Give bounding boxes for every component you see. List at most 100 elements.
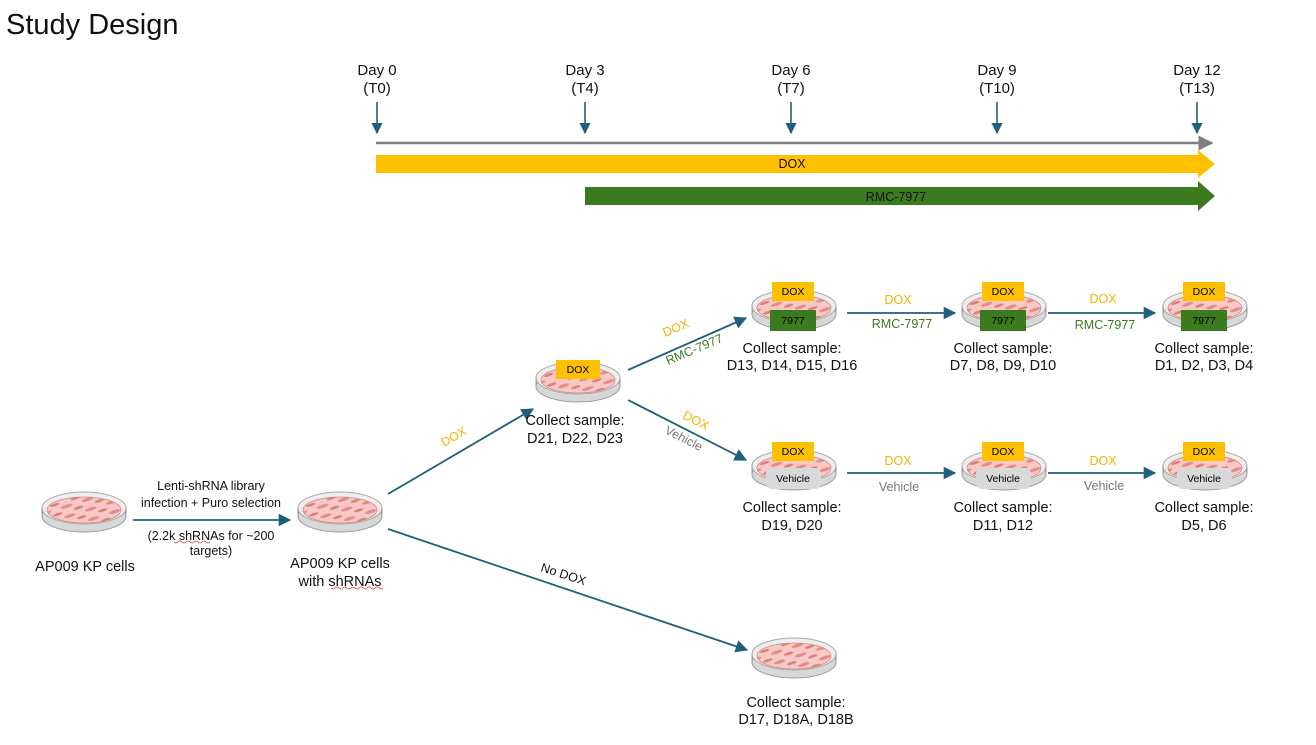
arrow-to-vehicle [627,399,748,461]
timepoint-label: (T13) [1179,80,1215,97]
dox-tag-label: DOX [1193,446,1216,458]
vehicle-tag-label: Vehicle [776,473,810,485]
node-label-line1: Collect sample: [742,341,841,357]
node-label-line1: Collect sample: [742,500,841,516]
dox-tag-label: DOX [782,286,805,298]
vehicle-tag-label: Vehicle [986,473,1020,485]
timepoint-label: (T7) [777,80,805,97]
timeline-day-12: Day 12 (T13) [1173,62,1221,135]
vehicle-tag [976,468,1031,489]
node-label-line2: D1, D2, D3, D4 [1155,358,1253,374]
arrow-to-rmc [627,316,748,371]
arrow-no-dox [387,528,749,653]
timepoint-label: (T0) [363,80,391,97]
node-label-line1: Collect sample: [746,695,845,711]
node-label-line2: D7, D8, D9, D10 [950,358,1056,374]
petri-dish-icon [41,491,127,533]
label-veh-step1-veh: Vehicle [879,480,919,494]
infection-label-line1: Lenti-shRNA library [157,479,265,493]
node-label-line1: Collect sample: [1154,341,1253,357]
label-rmc-step1-rmc: RMC-7977 [872,317,932,331]
timeline: Day 0 (T0) Day 3 (T4) Day 6 (T7) Day 9 (… [357,62,1221,211]
node-veh-d11: DOX Vehicle Collect sample: D11, D12 [953,442,1053,534]
rmc-tag [1181,310,1227,331]
day-label: Day 6 [771,62,810,79]
dox-tag [556,360,600,379]
label-to-rmc-dox: DOX [661,316,692,340]
infection-label-line2: infection + Puro selection [141,496,281,510]
label-veh-step2-veh: Vehicle [1084,479,1124,493]
dox-tag [982,442,1024,461]
node-label: AP009 KP cells [35,559,135,575]
node-label-line1: AP009 KP cells [290,556,390,572]
dox-treatment-bar: DOX [376,150,1215,178]
timeline-day-6: Day 6 (T7) [771,62,811,135]
node-label-line1: Collect sample: [1154,500,1253,516]
node-label-line2: with shRNAs [298,574,382,590]
label-rmc-step2-rmc: RMC-7977 [1075,318,1135,332]
infection-label-line3: (2.2k shRNAs for ~200 [148,529,275,543]
node-label-line2: D19, D20 [761,518,822,534]
node-rmc-d13: DOX 7977 Collect sample: D13, D14, D15, … [727,282,858,374]
timeline-day-3: Day 3 (T4) [565,62,605,135]
dox-tag [1183,442,1225,461]
dox-bar-label: DOX [778,157,806,171]
dox-tag [982,282,1024,301]
node-no-dox: Collect sample: D17, D18A, D18B [738,637,854,728]
dox-tag-label: DOX [1193,286,1216,298]
dox-tag-label: DOX [992,286,1015,298]
vehicle-tag [1177,468,1232,489]
dox-tag-label: DOX [992,446,1015,458]
rmc-treatment-bar: RMC-7977 [585,181,1215,211]
dox-tag-label: DOX [782,446,805,458]
node-veh-d19: DOX Vehicle Collect sample: D19, D20 [742,442,842,534]
label-veh-step1-dox: DOX [884,454,912,468]
infection-label-line4: targets) [190,544,232,558]
timeline-day-0: Day 0 (T0) [357,62,397,135]
dox-tag [772,282,814,301]
dox-tag [1183,282,1225,301]
page-title: Study Design [6,9,179,41]
node-label-line2: D11, D12 [973,518,1033,534]
node-cells-shrna: AP009 KP cells with shRNAs [290,491,390,590]
rmc-tag-label: 7977 [781,315,805,327]
vehicle-tag [766,468,821,489]
petri-dish-icon [297,491,383,533]
label-rmc-step1-dox: DOX [884,293,912,307]
day-label: Day 3 [565,62,604,79]
node-label-line1: Collect sample: [953,500,1052,516]
node-label-line2: D21, D22, D23 [527,431,623,447]
rmc-tag [770,310,816,331]
node-label-line2: D5, D6 [1181,518,1226,534]
rmc-tag [980,310,1026,331]
label-veh-step2-dox: DOX [1089,454,1117,468]
node-start-cells: AP009 KP cells [35,491,135,575]
node-veh-d5: DOX Vehicle Collect sample: D5, D6 [1154,442,1254,534]
node-label-line1: Collect sample: [525,413,624,429]
timeline-day-9: Day 9 (T10) [977,62,1017,135]
node-rmc-d7: DOX 7977 Collect sample: D7, D8, D9, D10 [950,282,1056,374]
node-label-line2: D13, D14, D15, D16 [727,358,858,374]
vehicle-tag-label: Vehicle [1187,473,1221,485]
rmc-tag-label: 7977 [991,315,1015,327]
node-dox: DOX Collect sample: D21, D22, D23 [525,360,625,447]
label-no-dox: No DOX [539,561,588,589]
label-rmc-step2-dox: DOX [1089,292,1117,306]
spellcheck-underline [330,586,384,590]
timepoint-label: (T10) [979,80,1015,97]
timepoint-label: (T4) [571,80,599,97]
day-label: Day 12 [1173,62,1221,79]
rmc-bar-label: RMC-7977 [866,190,926,204]
day-label: Day 9 [977,62,1016,79]
spellcheck-underline [173,540,211,544]
dox-tag [772,442,814,461]
rmc-tag-label: 7977 [1192,315,1216,327]
arrow-labels: DOX DOX RMC-7977 DOX Vehicle DOX RMC-797… [141,292,1135,588]
petri-dish-icon [751,637,837,679]
node-label-line2: D17, D18A, D18B [738,712,853,728]
label-to-dox: DOX [439,424,470,450]
day-label: Day 0 [357,62,396,79]
arrow-to-dox [387,408,535,495]
flow-arrows [133,306,1157,653]
